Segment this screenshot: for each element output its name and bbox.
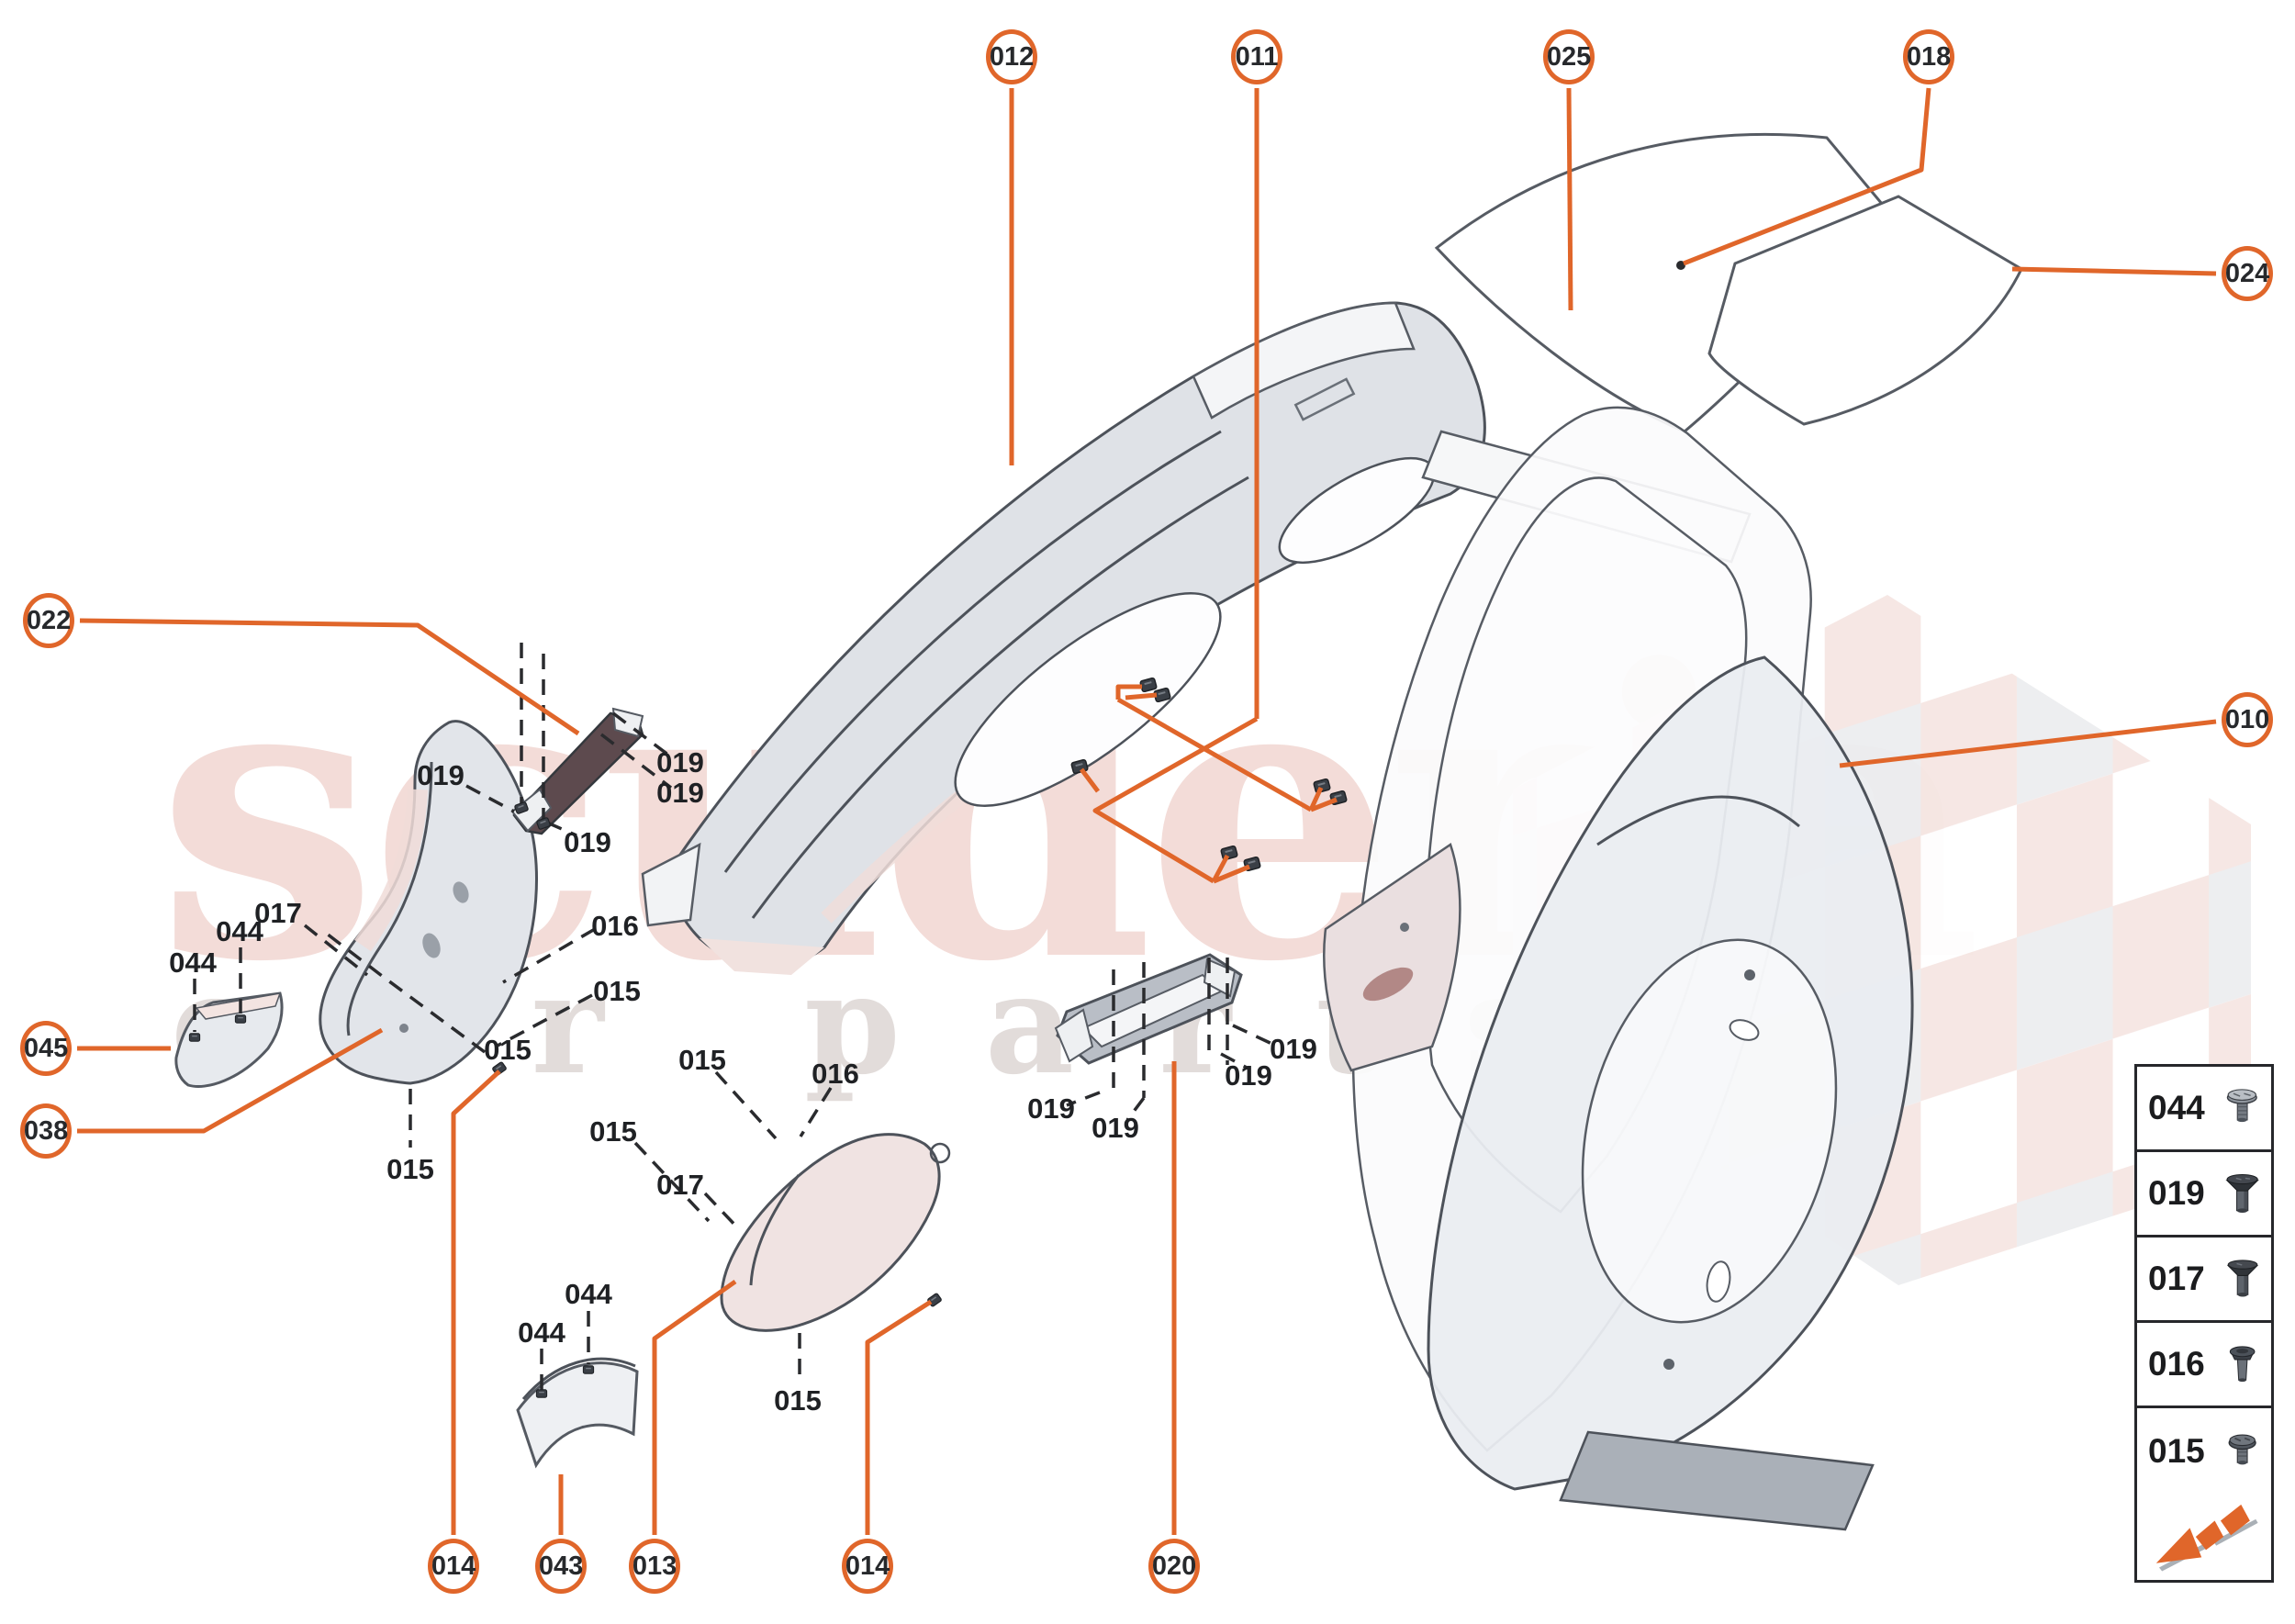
leader-lines [77,87,2217,1535]
callout-number: 014 [845,1551,890,1581]
legend-row[interactable]: 044 [2137,1067,2271,1152]
part-windshield-frame-assembly[interactable] [641,301,1486,975]
callout-badge-022[interactable]: 022 [23,593,74,648]
part-number-label: 019 [564,826,611,858]
callout-number: 022 [26,605,72,635]
part-number-label: 019 [1027,1092,1075,1125]
part-number-label: 044 [565,1278,612,1310]
part-number-label: 015 [589,1115,637,1148]
screw-pan-icon [2222,1418,2264,1484]
screw-flange-icon [2222,1075,2264,1141]
legend-part-code: 016 [2148,1345,2205,1383]
callout-number: 018 [1906,41,1952,72]
part-number-label: 017 [656,1169,704,1201]
part-number-label: 015 [593,975,641,1007]
part-corner-trim-043[interactable] [516,1357,639,1469]
callout-number: 020 [1151,1551,1197,1581]
part-number-label: 019 [656,746,704,778]
callout-badge-013[interactable]: 013 [629,1539,680,1594]
part-number-label: 016 [591,910,639,942]
part-corner-trim-045[interactable] [174,991,284,1088]
part-number-label: 044 [169,946,217,979]
part-number-label: 015 [386,1153,434,1185]
legend-row[interactable]: 017 [2137,1238,2271,1323]
callout-badge-012[interactable]: 012 [986,29,1037,84]
legend-part-code: 044 [2148,1089,2205,1126]
legend-row[interactable]: 016 [2137,1323,2271,1408]
legend-row[interactable]: 019 [2137,1152,2271,1238]
callout-badge-020[interactable]: 020 [1148,1539,1200,1594]
callout-number: 011 [1235,41,1279,72]
dashed-reference-lines [193,643,1279,1390]
part-number-label: 015 [774,1384,822,1417]
callout-badge-014[interactable]: 014 [842,1539,893,1594]
legend-part-code: 019 [2148,1174,2205,1212]
callout-badge-018[interactable]: 018 [1903,29,1954,84]
callout-number: 012 [989,41,1035,72]
callout-badge-014[interactable]: 014 [428,1539,479,1594]
screw-countersunk-long-icon [2222,1160,2264,1226]
delivery-arrow-logo-icon [2155,1504,2258,1572]
callout-badge-010[interactable]: 010 [2222,692,2273,747]
callout-number: 025 [1546,41,1592,72]
part-number-label: 015 [484,1034,532,1066]
callout-number: 014 [431,1551,476,1581]
callout-badge-038[interactable]: 038 [20,1103,72,1159]
brand-logo-cell[interactable] [2137,1494,2271,1580]
callout-number: 045 [23,1033,69,1063]
callout-badge-045[interactable]: 045 [20,1021,72,1076]
part-number-label: 019 [656,777,704,809]
part-number-label: 019 [1270,1033,1317,1065]
callout-badge-025[interactable]: 025 [1543,29,1595,84]
part-number-label: 016 [812,1058,859,1090]
legend-row[interactable]: 015 [2137,1408,2271,1494]
screw-hex-icon [2222,1331,2264,1397]
part-c-pillar-trim[interactable] [720,1133,951,1332]
part-number-label: 017 [254,897,302,929]
part-number-label: 015 [678,1044,726,1076]
part-number-label: 019 [1225,1059,1272,1092]
callout-number: 024 [2224,258,2270,288]
screw-countersunk-icon [2222,1246,2264,1312]
part-door-outer-panel[interactable] [1427,655,1914,1531]
callout-badge-011[interactable]: 011 [1231,29,1282,84]
part-number-label: 044 [216,915,263,947]
callout-badge-043[interactable]: 043 [535,1539,587,1594]
callout-number: 043 [538,1551,584,1581]
callout-number: 038 [23,1115,69,1146]
part-quarter-glass[interactable] [1707,195,2023,426]
legend-part-code: 017 [2148,1260,2205,1297]
callout-badge-024[interactable]: 024 [2222,246,2273,301]
callout-number: 010 [2224,704,2270,734]
callout-number: 013 [632,1551,677,1581]
part-number-label: 044 [518,1316,565,1349]
fastener-legend: 044 019 017 016 015 [2134,1064,2274,1583]
legend-part-code: 015 [2148,1431,2205,1470]
part-b-pillar-trim[interactable] [319,720,538,1085]
part-number-label: 019 [417,759,465,791]
part-mount-bracket-020[interactable] [1054,953,1243,1065]
part-number-label: 019 [1092,1112,1139,1144]
